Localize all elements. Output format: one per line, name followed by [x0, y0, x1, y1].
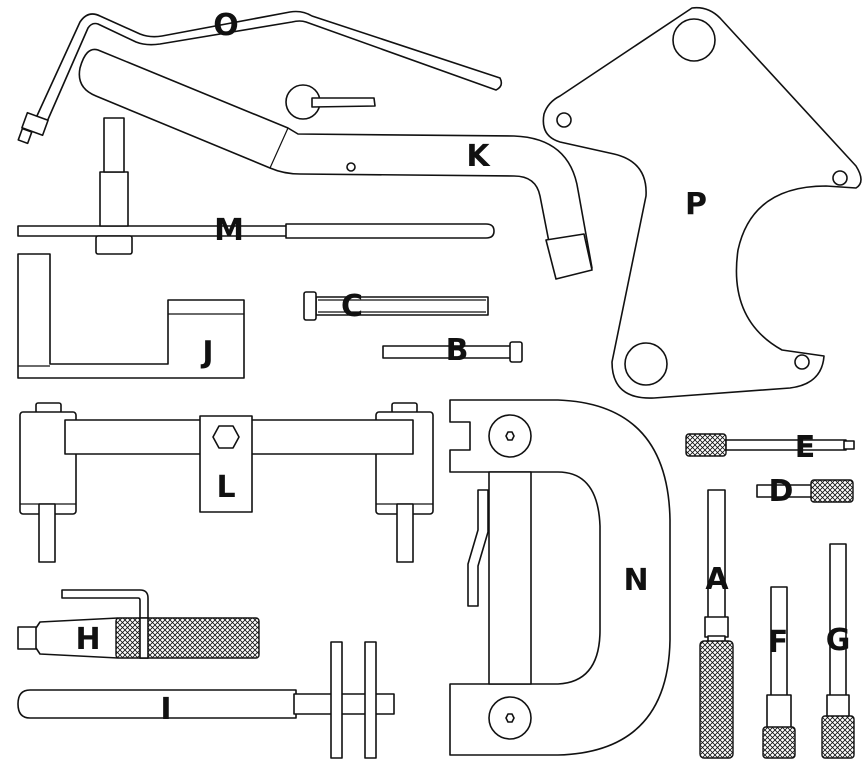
- label-m: M: [214, 213, 244, 248]
- label-g: G: [826, 623, 851, 658]
- tool-a-knurled-rod: [699, 489, 734, 759]
- label-h: H: [75, 622, 100, 657]
- tool-k-lever: [78, 48, 593, 280]
- tool-n-c-clamp: [449, 399, 671, 756]
- tool-m-t-bar: [17, 117, 495, 255]
- label-b: B: [446, 333, 469, 368]
- tool-p-plate: [542, 6, 862, 399]
- label-e: E: [795, 430, 816, 465]
- tool-i-flanged-shaft: [17, 641, 395, 759]
- tool-b-pin: [382, 341, 523, 363]
- tool-h-hook-handle: [17, 589, 260, 659]
- label-n: N: [623, 563, 648, 598]
- label-d: D: [769, 474, 794, 509]
- tool-g-knurled-rod: [821, 543, 855, 759]
- tool-f-knurled-rod: [762, 586, 796, 759]
- label-a: A: [705, 562, 729, 597]
- label-j: J: [200, 335, 213, 370]
- label-i: I: [160, 692, 171, 727]
- label-k: K: [466, 139, 491, 174]
- label-f: F: [768, 625, 789, 660]
- label-o: O: [213, 8, 239, 43]
- label-p: P: [685, 187, 707, 222]
- label-c: C: [341, 289, 363, 324]
- tool-c-pin: [303, 291, 489, 321]
- tool-l-alignment-bar: [19, 402, 434, 563]
- tool-j-bracket: [17, 253, 245, 379]
- tool-e-knurled-pin: [685, 433, 855, 457]
- label-l: L: [216, 470, 235, 505]
- tool-d-knurled-pin: [756, 479, 854, 503]
- tool-o-bent-rod: [17, 10, 503, 145]
